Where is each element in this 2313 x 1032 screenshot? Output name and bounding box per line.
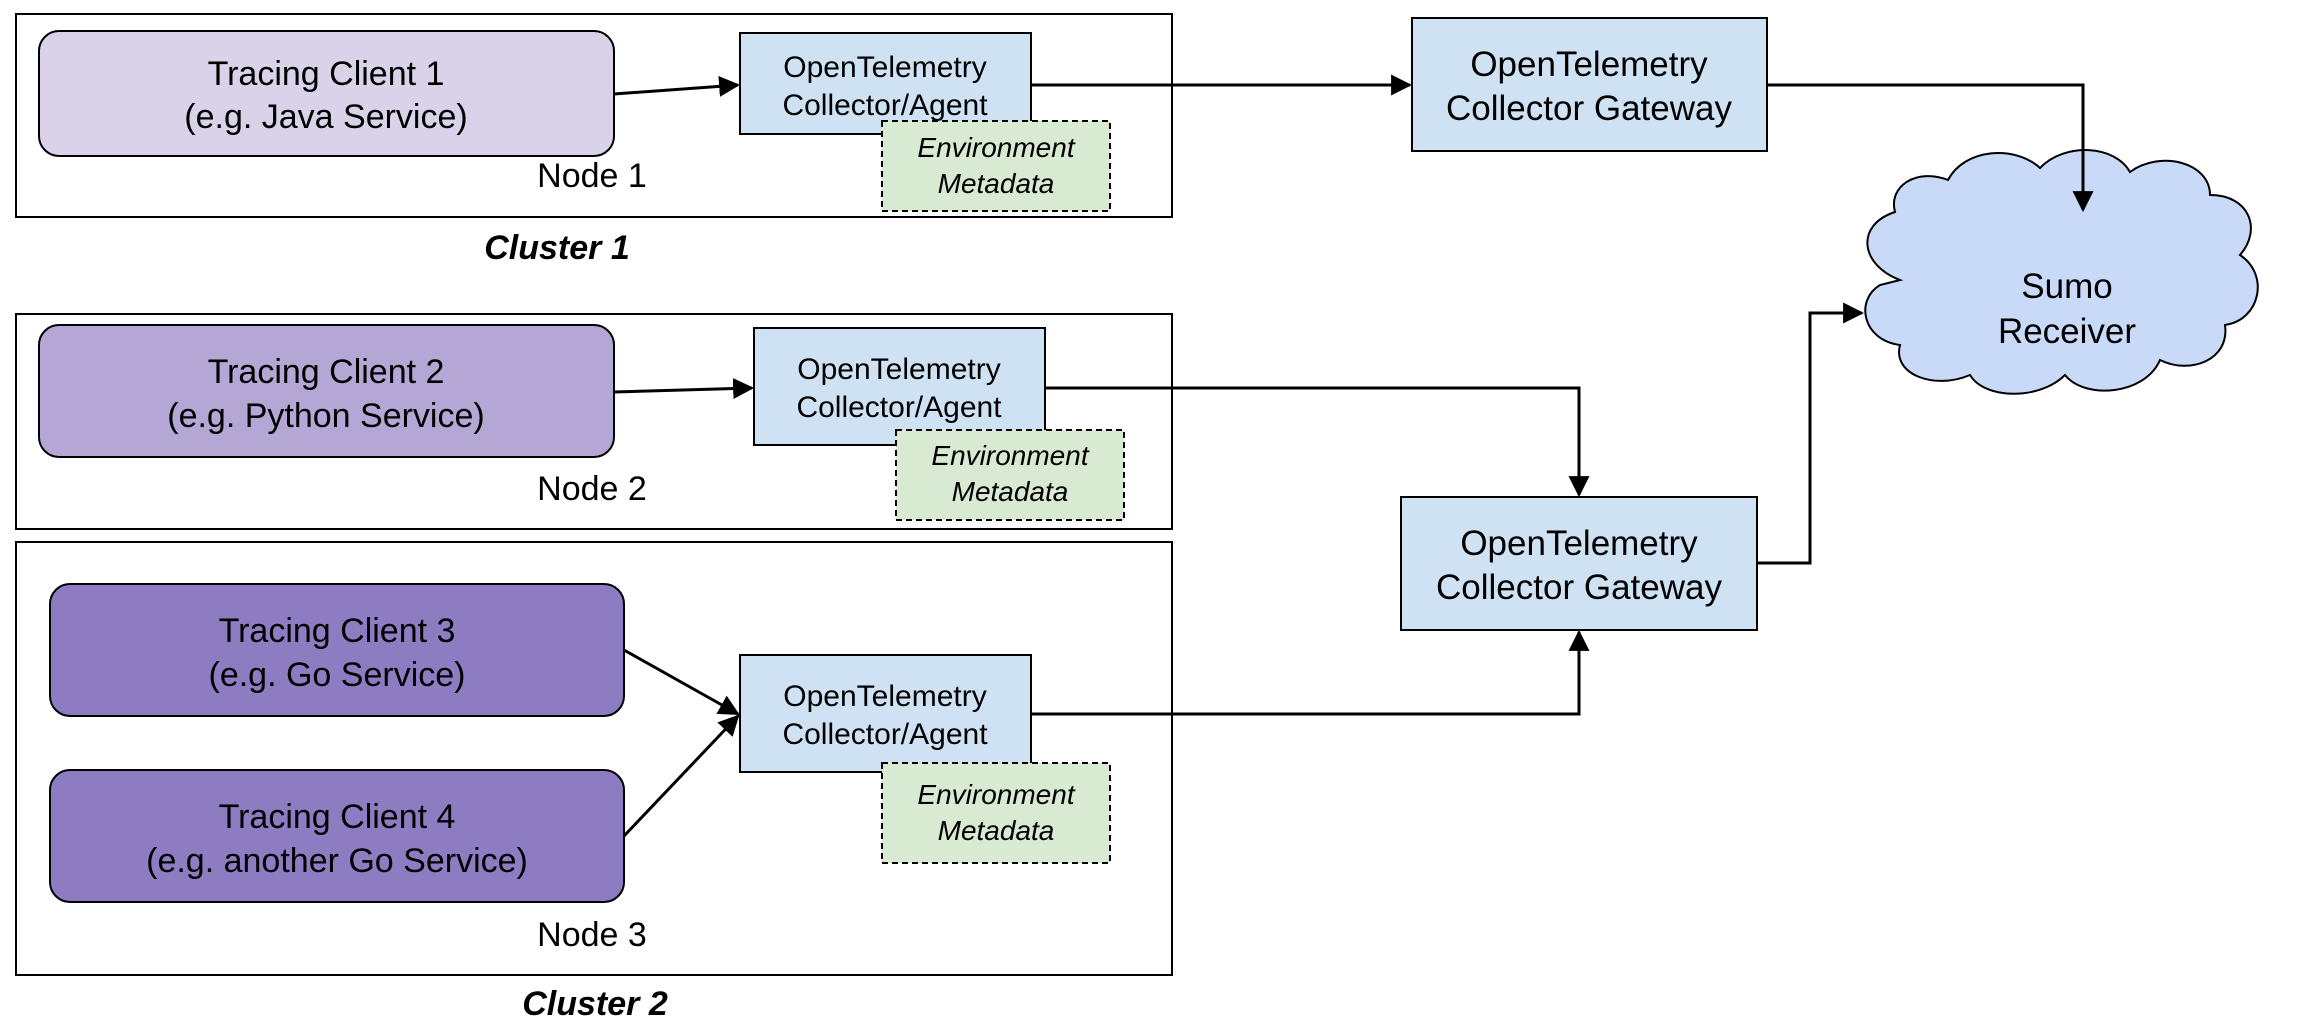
- tracing-client-4-box: [49, 769, 625, 903]
- tracing-client-2-box: [38, 324, 615, 458]
- environment-metadata-2-line1: Environment: [931, 440, 1089, 471]
- collector-agent-1-line2: Collector/Agent: [782, 89, 988, 122]
- tracing-client-4-line1: Tracing Client 4: [219, 798, 456, 836]
- collector-agent-3-box: [739, 654, 1032, 773]
- arrow-client2-to-agent2: [613, 378, 755, 400]
- node-2-frame: [15, 313, 1173, 530]
- collector-gateway-2-line2: Collector Gateway: [1436, 568, 1722, 607]
- environment-metadata-2-box: [895, 429, 1125, 521]
- collector-gateway-1-line2: Collector Gateway: [1446, 89, 1732, 128]
- tracing-client-3-line2: (e.g. Go Service): [209, 656, 466, 694]
- environment-metadata-1-line1: Environment: [917, 132, 1075, 163]
- environment-metadata-3-box: [881, 762, 1111, 864]
- arrow-client4-to-agent3: [622, 714, 740, 838]
- collector-gateway-1-box: [1411, 17, 1768, 152]
- node-3-frame: [15, 541, 1173, 976]
- arrow-agent3-to-gateway2: [1031, 629, 1590, 716]
- sumo-receiver-line1: Sumo: [2021, 267, 2112, 306]
- tracing-client-1-line2: (e.g. Java Service): [184, 98, 467, 136]
- collector-agent-2-line1: OpenTelemetry: [797, 353, 1000, 386]
- arrow-gateway2-to-receiver: [1757, 302, 1865, 565]
- arrow-client1-to-agent1: [613, 75, 741, 97]
- tracing-client-2-line2: (e.g. Python Service): [167, 397, 484, 435]
- collector-agent-2-line2: Collector/Agent: [796, 391, 1002, 424]
- tracing-client-1-line1: Tracing Client 1: [208, 55, 445, 93]
- cluster-2-label: Cluster 2: [522, 985, 668, 1023]
- tracing-client-4-line2: (e.g. another Go Service): [146, 842, 528, 880]
- arrow-client3-to-agent3: [623, 648, 740, 716]
- arrow-agent2-to-gateway2: [1045, 386, 1590, 498]
- collector-agent-2-box: [753, 327, 1046, 446]
- tracing-client-3-box: [49, 583, 625, 717]
- arrow-gateway1-to-receiver: [1767, 83, 2094, 213]
- tracing-client-1-box: [38, 30, 615, 157]
- node-1-frame: [15, 13, 1173, 218]
- collector-agent-1-line1: OpenTelemetry: [783, 51, 986, 84]
- collector-gateway-1-line1: OpenTelemetry: [1470, 45, 1708, 84]
- environment-metadata-1-line2: Metadata: [938, 168, 1055, 199]
- collector-gateway-2-line1: OpenTelemetry: [1460, 524, 1698, 563]
- sumo-receiver-cloud: [1864, 149, 2259, 395]
- tracing-client-2-line1: Tracing Client 2: [208, 353, 445, 391]
- environment-metadata-3-line1: Environment: [917, 779, 1075, 810]
- environment-metadata-1-box: [881, 120, 1111, 212]
- sumo-receiver-line2: Receiver: [1998, 312, 2136, 351]
- collector-agent-3-line1: OpenTelemetry: [783, 680, 986, 713]
- node-1-label: Node 1: [537, 157, 647, 195]
- environment-metadata-2-line2: Metadata: [952, 476, 1069, 507]
- environment-metadata-3-line2: Metadata: [938, 815, 1055, 846]
- node-3-label: Node 3: [537, 916, 647, 954]
- collector-agent-3-line2: Collector/Agent: [782, 718, 988, 751]
- collector-gateway-2-box: [1400, 496, 1758, 631]
- cluster-1-label: Cluster 1: [484, 229, 630, 267]
- node-2-label: Node 2: [537, 470, 647, 508]
- tracing-client-3-line1: Tracing Client 3: [219, 612, 456, 650]
